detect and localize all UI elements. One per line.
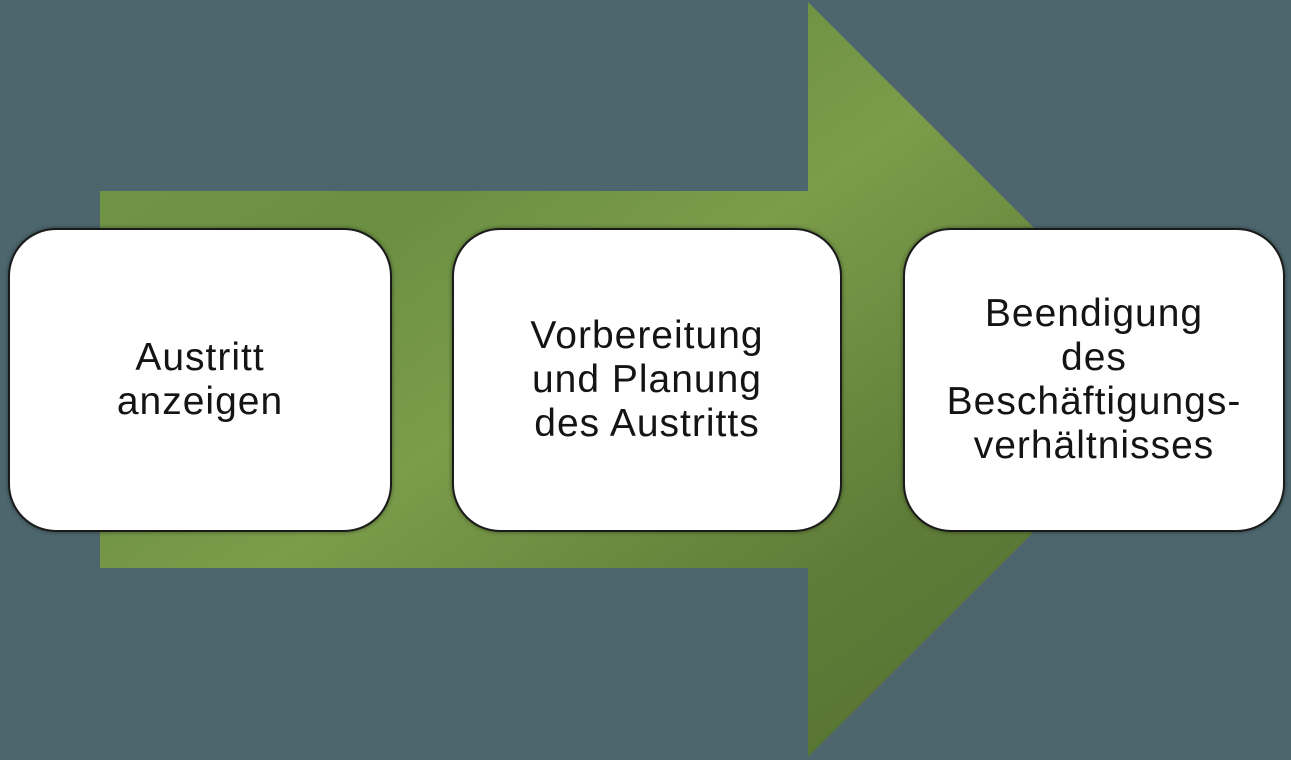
step-box-austritt-anzeigen: Austritt anzeigen bbox=[8, 228, 392, 532]
step-box-vorbereitung-planung: Vorbereitung und Planung des Austritts bbox=[452, 228, 842, 532]
step-label: Vorbereitung und Planung des Austritts bbox=[530, 314, 764, 445]
step-label: Austritt anzeigen bbox=[116, 336, 284, 423]
step-label: Beendigung des Beschäftigungs- verhältni… bbox=[946, 292, 1242, 467]
step-box-beendigung: Beendigung des Beschäftigungs- verhältni… bbox=[903, 228, 1285, 532]
